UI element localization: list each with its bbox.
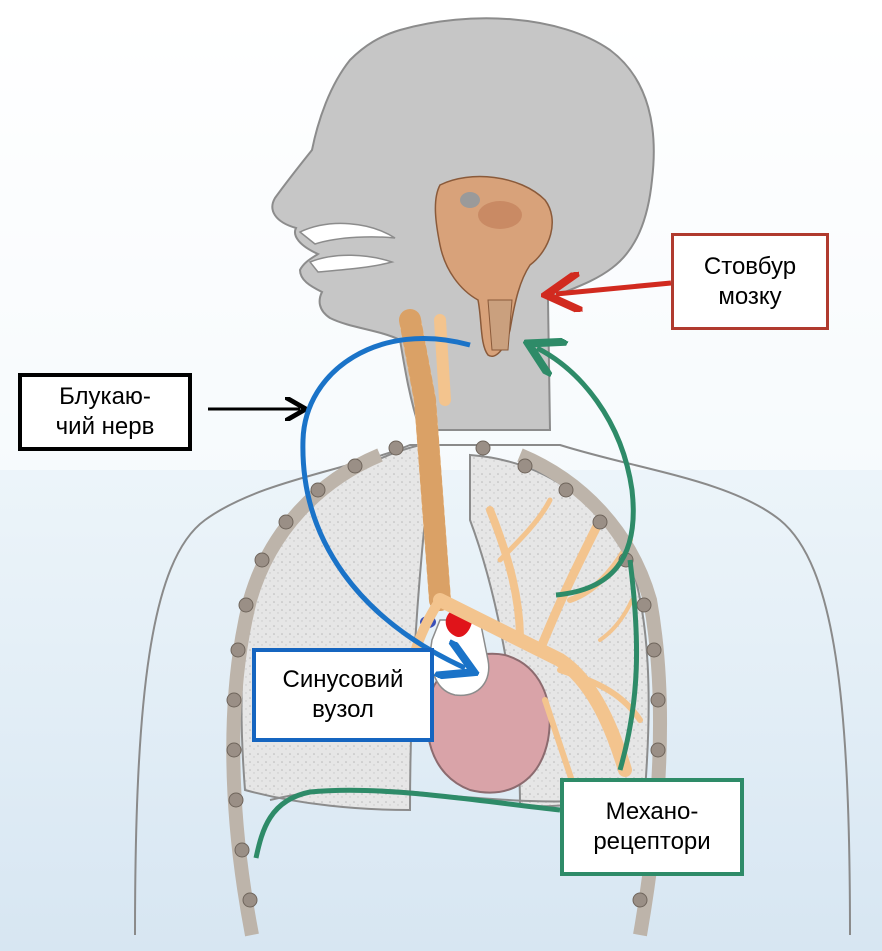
sinus-node-label: Синусовий вузол xyxy=(252,648,434,742)
mechanoreceptors-label-line2: рецептори xyxy=(593,827,710,857)
vagus-nerve-label-line1: Блукаю- xyxy=(56,382,155,412)
vagus-nerve-label: Блукаю- чий нерв xyxy=(18,373,192,451)
vagus-nerve-label-line2: чий нерв xyxy=(56,412,155,442)
brainstem-label-line2: мозку xyxy=(704,282,796,312)
sinus-node-label-line1: Синусовий xyxy=(283,665,404,695)
sinus-node-label-line2: вузол xyxy=(283,695,404,725)
mechanoreceptors-label-line1: Механо- xyxy=(593,797,710,827)
mechanoreceptors-label: Механо- рецептори xyxy=(560,778,744,876)
brainstem-label: Стовбур мозку xyxy=(671,233,829,330)
brainstem-label-line1: Стовбур xyxy=(704,252,796,282)
